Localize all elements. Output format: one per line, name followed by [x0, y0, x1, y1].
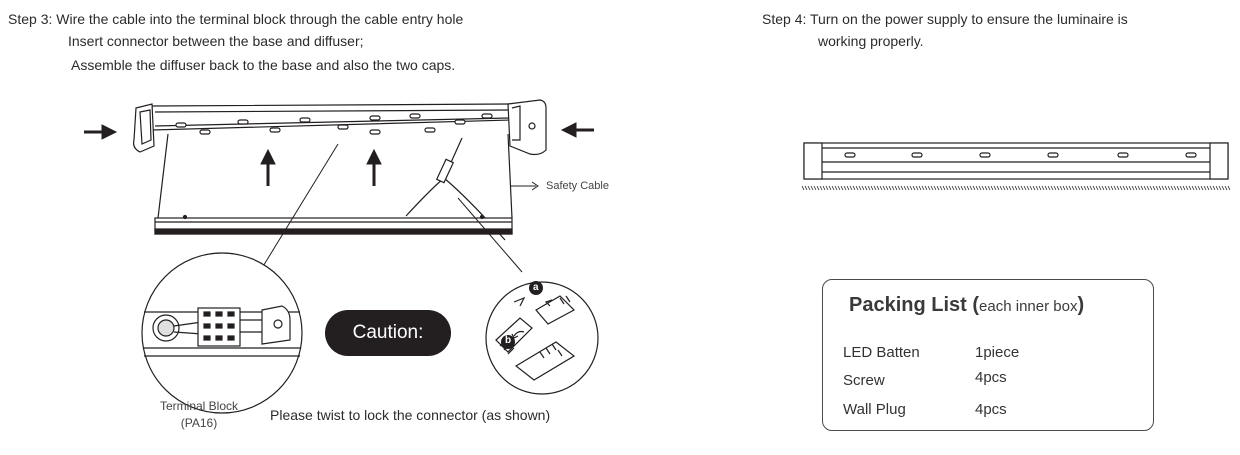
- terminal-block-detail: [141, 252, 303, 414]
- twist-note: Please twist to lock the connector (as s…: [270, 407, 551, 423]
- packing-item: Screw 4pcs: [843, 369, 1007, 389]
- diffuser-illustration: [154, 214, 513, 235]
- item-qty: 1piece: [975, 344, 1020, 361]
- terminal-block-label: Terminal Block (PA16): [158, 398, 240, 432]
- item-name: Wall Plug: [843, 401, 906, 418]
- item-name: Screw: [843, 372, 885, 389]
- item-qty: 4pcs: [975, 369, 1007, 386]
- item-qty: 4pcs: [975, 401, 1007, 418]
- ceiling-hatch: [801, 185, 1231, 191]
- connector-step-markers: [501, 281, 543, 349]
- marker-b: b: [505, 335, 512, 346]
- item-name: LED Batten: [843, 344, 920, 361]
- packing-list-box: Packing List (each inner box) LED Batten…: [822, 279, 1154, 431]
- safety-cable-label: Safety Cable: [546, 180, 609, 192]
- marker-a: a: [533, 282, 539, 293]
- packing-list-subtitle: each inner box: [979, 298, 1078, 315]
- batten-base-illustration: [133, 99, 547, 156]
- caution-badge: Caution:: [325, 310, 451, 356]
- close-paren: ): [1077, 294, 1085, 316]
- step4-line1: Step 4: Turn on the power supply to ensu…: [762, 11, 1128, 27]
- packing-list-title: Packing List (each inner box): [849, 294, 1084, 317]
- packing-item: Wall Plug 4pcs: [843, 401, 1007, 418]
- packing-list-heading: Packing List: [849, 294, 967, 316]
- connector-detail: [485, 281, 599, 395]
- step4-line2: working properly.: [818, 33, 924, 49]
- terminal-block-name: Terminal Block: [159, 399, 239, 413]
- terminal-block-model: (PA16): [180, 416, 218, 430]
- packing-item: LED Batten 1piece: [843, 344, 1019, 361]
- open-paren: (: [972, 294, 980, 316]
- step3-line2: Insert connector between the base and di…: [68, 33, 364, 49]
- step3-line1: Step 3: Wire the cable into the terminal…: [8, 11, 464, 27]
- installed-batten-illustration: [803, 142, 1229, 180]
- step3-line3: Assemble the diffuser back to the base a…: [71, 57, 456, 73]
- assembly-arrows: [84, 122, 594, 191]
